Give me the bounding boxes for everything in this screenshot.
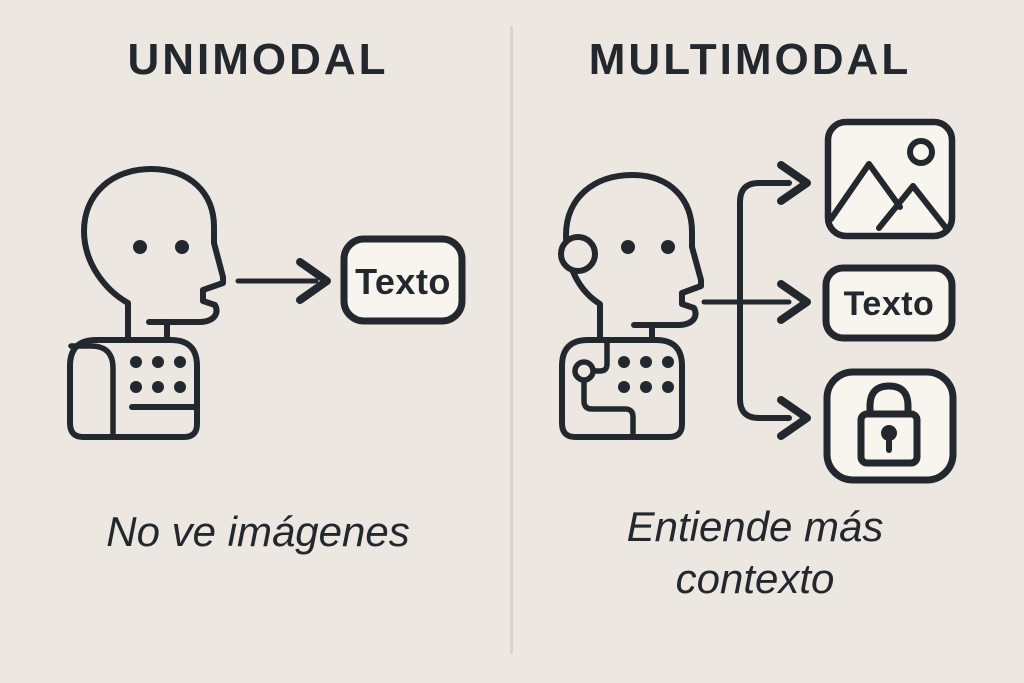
chest-dots [618, 356, 674, 393]
texto-box-right: Texto [822, 264, 956, 342]
arrow-right-icon [235, 258, 331, 304]
chest-dots [130, 356, 186, 393]
circuit-trace-bottom [581, 378, 636, 439]
shoulder-seam [68, 343, 116, 440]
branch-spine [737, 180, 792, 421]
eye-dot [661, 240, 675, 254]
lock-icon [857, 382, 921, 467]
unimodal-caption: No ve imágenes [106, 508, 410, 555]
torso-outline [67, 337, 200, 440]
branch-arrows-icon [701, 161, 811, 440]
texto-label: Texto [844, 285, 935, 323]
circuit-trace-top [591, 337, 610, 374]
image-box-frame [824, 118, 956, 240]
image-output-box [824, 118, 956, 240]
panel-divider [510, 26, 513, 654]
eye-dot [175, 240, 189, 254]
eye-dot [133, 240, 147, 254]
multimodal-title: MULTIMODAL [588, 35, 912, 84]
mountain-small [876, 183, 949, 231]
robot-person-headset-icon [558, 172, 704, 440]
circuit-node [572, 359, 596, 383]
texto-box-frame [822, 264, 956, 342]
lock-output-box [823, 368, 957, 484]
sun-icon [907, 138, 935, 166]
lock-shackle [866, 382, 912, 419]
earpiece-icon [558, 234, 598, 274]
torso-outline [559, 337, 685, 440]
eye-dot [621, 240, 635, 254]
arrow-head [296, 258, 331, 304]
texto-label: Texto [355, 261, 451, 302]
robot-person-icon [67, 166, 226, 440]
arrow-head-top [777, 161, 811, 205]
image-icon [828, 138, 949, 231]
unimodal-title: UNIMODAL [127, 35, 389, 84]
mountain-large [828, 161, 903, 222]
arrow-head-bottom [777, 396, 811, 440]
texto-box-left: Texto [340, 235, 466, 325]
head-outline [81, 166, 226, 343]
multimodal-caption: Entiende más contexto [626, 503, 884, 602]
texto-box-frame [340, 235, 466, 325]
keyhole [881, 425, 897, 441]
arrow-head-mid [777, 280, 811, 324]
